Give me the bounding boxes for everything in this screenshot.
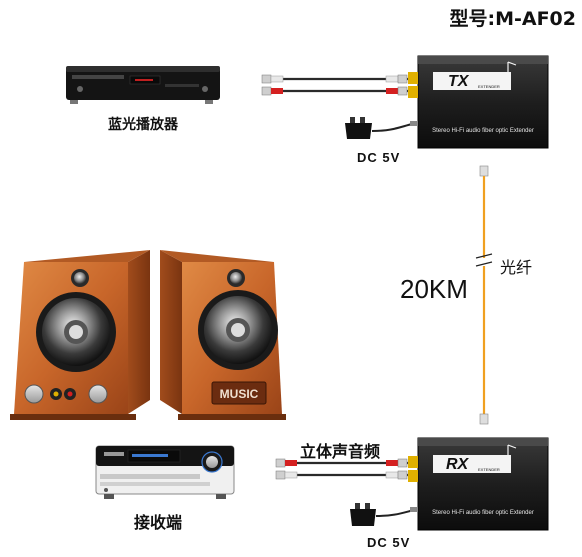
rx-power-adapter: [350, 503, 418, 526]
rx-sub: EXTENDER: [478, 467, 500, 472]
audio-cable-label: 立体声音频: [300, 442, 381, 461]
tx-brand: TX: [448, 73, 470, 90]
fiber-cable: [475, 165, 493, 425]
speaker-right: MUSIC: [160, 250, 286, 420]
receiver-device: [95, 445, 235, 499]
tx-unit: TX EXTENDER Stereo Hi-Fi audio fiber opt…: [408, 55, 549, 149]
receiver-label: 接收端: [134, 513, 183, 532]
tx-power-label: DC 5V: [357, 150, 401, 165]
tx-caption: Stereo Hi-Fi audio fiber optic Extender: [432, 128, 534, 134]
fiber-label: 光纤: [500, 258, 533, 277]
bluray-label: 蓝光播放器: [108, 117, 178, 133]
rx-brand: RX: [446, 456, 470, 473]
bluray-player: [66, 66, 220, 104]
rx-caption: Stereo Hi-Fi audio fiber optic Extender: [432, 510, 534, 516]
speaker-left: [10, 250, 150, 420]
distance-label: 20KM: [400, 274, 468, 304]
rx-power-label: DC 5V: [367, 535, 411, 550]
rx-rca-cable: [275, 458, 410, 480]
model-label: 型号:M-AF02: [449, 8, 576, 30]
speaker-badge: MUSIC: [220, 387, 259, 401]
tx-sub: EXTENDER: [478, 84, 500, 89]
tx-power-adapter: [345, 117, 418, 139]
tx-rca-cable: [261, 74, 410, 96]
rx-unit: RX EXTENDER Stereo Hi-Fi audio fiber opt…: [408, 437, 549, 531]
